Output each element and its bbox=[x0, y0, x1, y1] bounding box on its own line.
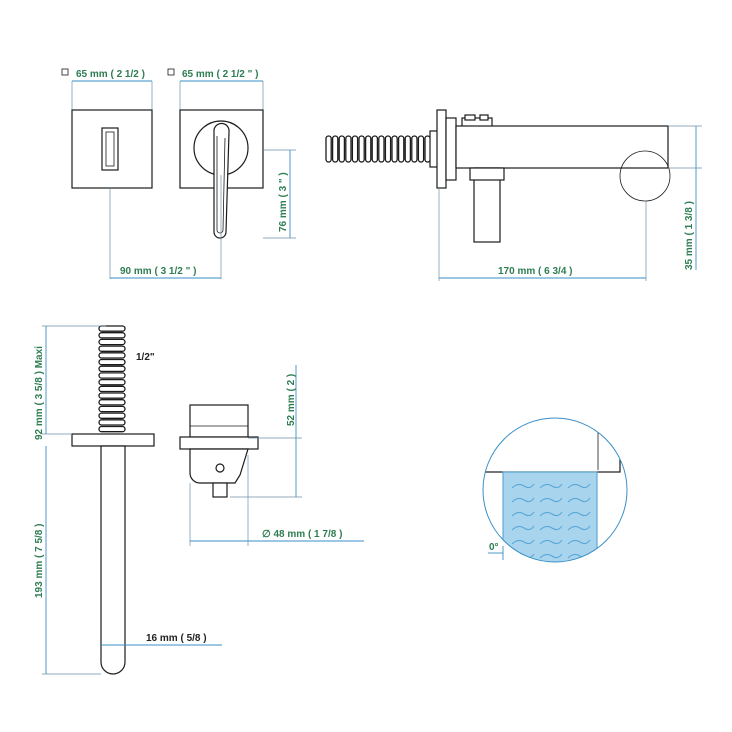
handle-lever bbox=[213, 122, 230, 239]
square-symbol-icon bbox=[167, 68, 175, 76]
spout-body bbox=[455, 125, 669, 169]
threaded-shank bbox=[98, 325, 126, 433]
detail-circle-outline bbox=[482, 417, 628, 563]
front-view-plates: 65 mm ( 2 1/2 ) 65 mm ( 2 1/2 " ) 90 mm … bbox=[61, 68, 296, 279]
spout-drop-label: 193 mm ( 7 5/8 ) bbox=[34, 524, 45, 598]
dim-spout-height: 35 mm ( 1 3/8 ) bbox=[668, 125, 702, 270]
stem-tip bbox=[212, 482, 228, 498]
thread-label: 1/2" bbox=[136, 352, 155, 363]
plate-width-label: 65 mm ( 2 1/2 ) bbox=[76, 69, 145, 80]
side-view-spout: 170 mm ( 6 3/4 ) 35 mm ( 1 3/8 ) bbox=[325, 109, 702, 281]
spout-tip-detail-circle bbox=[619, 150, 671, 202]
spout-flange bbox=[71, 433, 155, 447]
dim-spout-diameter: 16 mm ( 5/8 ) bbox=[101, 633, 222, 646]
angle-label: 0° bbox=[489, 542, 499, 553]
detail-circle-view: 0° bbox=[482, 417, 628, 563]
dim-plate-width-right: 65 mm ( 2 1/2 " ) bbox=[167, 68, 264, 110]
centers-label: 90 mm ( 3 1/2 " ) bbox=[120, 266, 196, 277]
handle-flange bbox=[179, 436, 259, 450]
max-depth-label: 92 mm ( 3 5/8 ) Maxi bbox=[34, 346, 45, 440]
spout-length-label: 170 mm ( 6 3/4 ) bbox=[498, 266, 572, 277]
set-screw bbox=[215, 463, 225, 473]
spout-diameter-label: 16 mm ( 5/8 ) bbox=[146, 633, 207, 644]
handle-diameter-label: ∅ 48 mm ( 1 7/8 ) bbox=[262, 529, 342, 540]
dim-handle-height: 52 mm ( 2 ) bbox=[230, 365, 302, 498]
dim-max-depth: 92 mm ( 3 5/8 ) Maxi bbox=[34, 325, 106, 440]
handle-height-label: 52 mm ( 2 ) bbox=[286, 374, 297, 426]
wall-flange bbox=[436, 109, 447, 189]
dim-handle-diameter: ∅ 48 mm ( 1 7/8 ) bbox=[189, 455, 364, 546]
plate-width-2-label: 65 mm ( 2 1/2 " ) bbox=[182, 69, 258, 80]
spout-wall-plate bbox=[71, 109, 153, 189]
threaded-rough-in bbox=[325, 130, 439, 168]
dim-spout-drop: 193 mm ( 7 5/8 ) bbox=[34, 446, 101, 675]
dim-centers: 90 mm ( 3 1/2 " ) bbox=[109, 175, 222, 279]
dim-spout-length: 170 mm ( 6 3/4 ) bbox=[438, 188, 647, 281]
handle-side-view: 52 mm ( 2 ) ∅ 48 mm ( 1 7/8 ) bbox=[179, 365, 364, 546]
handle-cap bbox=[189, 404, 249, 438]
spout-outlet-slot bbox=[101, 127, 119, 171]
plate-height-label: 76 mm ( 3 " ) bbox=[278, 172, 289, 232]
spout-tube bbox=[100, 445, 126, 675]
dim-plate-height: 76 mm ( 3 " ) bbox=[263, 149, 296, 239]
spout-profile-view: 1/2" 92 mm ( 3 5/8 ) Maxi 193 mm ( 7 5/8… bbox=[34, 325, 222, 675]
spout-height-label: 35 mm ( 1 3/8 ) bbox=[684, 201, 695, 270]
dim-plate-width-left: 65 mm ( 2 1/2 ) bbox=[61, 68, 153, 110]
square-symbol-icon bbox=[61, 68, 69, 76]
